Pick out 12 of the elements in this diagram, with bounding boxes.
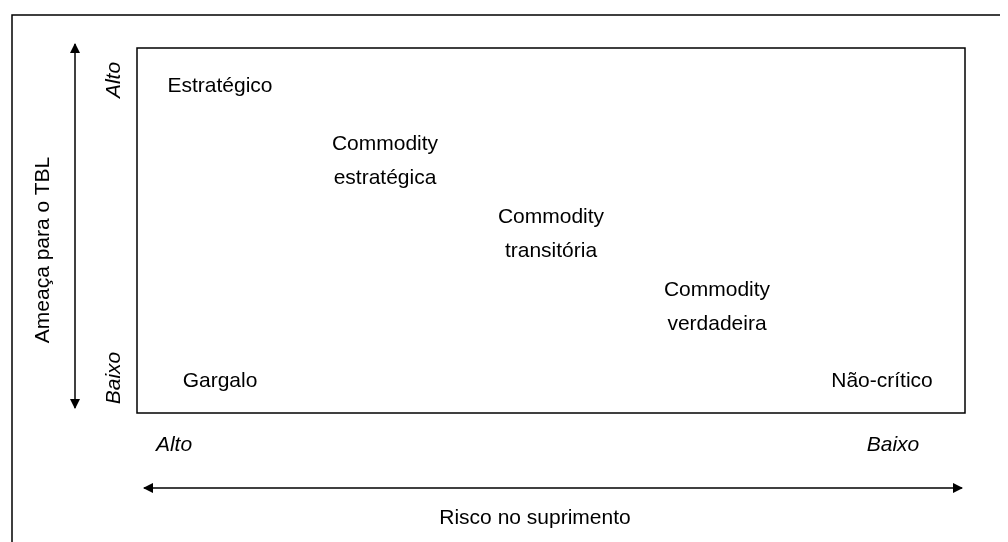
category-label: Commodity estratégica (330, 130, 440, 190)
quadrant-label: Estratégico (167, 72, 273, 99)
axis-title: Ameaça para o TBL (29, 156, 55, 344)
category-label: Commodity transitória (496, 203, 606, 263)
axis-label: Baixo (100, 351, 126, 405)
axis-title: Risco no suprimento (439, 504, 631, 531)
axis-label: Baixo (866, 431, 920, 458)
quadrant-label: Não-crítico (831, 367, 933, 394)
axis-label: Alto (100, 61, 126, 99)
category-label: Commodity verdadeira (662, 276, 772, 336)
axis-label: Alto (155, 431, 193, 458)
quadrant-label: Gargalo (182, 367, 258, 394)
